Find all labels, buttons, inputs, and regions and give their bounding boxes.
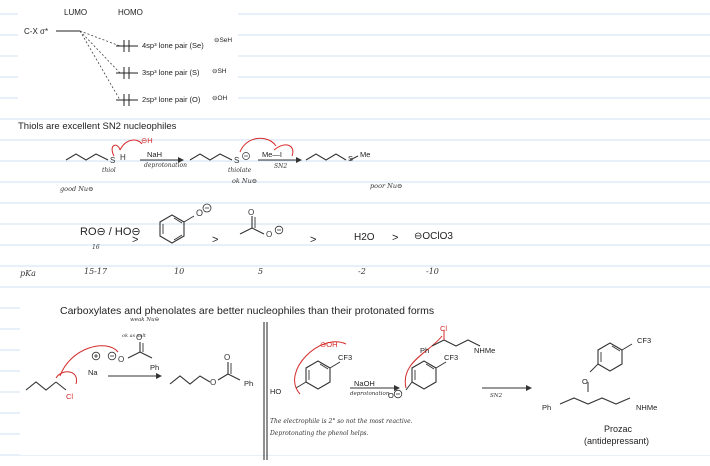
sn2-note: SN2: [274, 163, 288, 170]
pka-value-acetic: 5: [258, 267, 264, 276]
svg-text:O: O: [136, 333, 142, 342]
electrophile-nhme-label: NHMe: [474, 346, 496, 355]
ok-salt-note: ok as salt: [122, 333, 146, 339]
level-o-label: 2sp³ lone pair (O): [142, 95, 201, 104]
poor-nu-note: poor Nu⊖: [370, 182, 403, 190]
pka-value-alkoxide: 15-17: [84, 267, 108, 276]
phenoxide-o-label: O: [388, 391, 394, 400]
electrophile-note-line1: The electrophile is 2° so not the most r…: [270, 418, 413, 425]
prozac-scheme: [294, 330, 633, 405]
cf3-label-phenoxide: CF3: [444, 353, 459, 362]
carboxylates-heading: Carboxylates and phenolates are better n…: [60, 305, 435, 317]
naoh-deprotonation-note: deprotonation: [350, 391, 390, 397]
thiol-note: thiol: [102, 167, 116, 174]
pka-value-perchloric: -10: [426, 267, 439, 276]
hydroxide-label: ⊖OH: [320, 340, 338, 349]
hydride-leaving-label: ⊖H: [141, 136, 153, 145]
prozac-subtitle: (antidepressant): [584, 436, 650, 446]
acetate-structure: O O: [239, 208, 284, 239]
cf3-label-phenol: CF3: [338, 353, 353, 362]
comparator-3: >: [310, 234, 317, 246]
sn2-prozac-note: SN2: [490, 393, 503, 399]
naoh-label: NaOH: [354, 379, 375, 388]
svg-text:O: O: [224, 353, 230, 362]
nah-label: NaH: [147, 150, 163, 159]
level-o-tag: ⊖OH: [212, 95, 228, 102]
comparator-2: >: [212, 234, 219, 246]
scheme-divider: [263, 322, 268, 460]
chloride-label: Cl: [66, 392, 74, 401]
pka-label: pKa: [20, 269, 36, 278]
svg-text:O: O: [266, 230, 272, 239]
svg-text:O: O: [210, 378, 216, 387]
prozac-name: Prozac: [604, 424, 633, 434]
ok-nu-note: ok Nu⊖: [232, 177, 258, 185]
phenol-ho-label: HO: [270, 387, 282, 396]
svg-text:O: O: [196, 208, 203, 218]
product-me-label: Me: [360, 150, 371, 159]
cx-sigma-star-label: C-X σ*: [24, 27, 49, 36]
level-s-tag: ⊖SH: [212, 68, 227, 75]
mo-diagram-lines: [56, 30, 138, 106]
alkoxide-hydroxide: RO⊖ / HO⊖: [80, 226, 141, 238]
na-label: Na: [88, 368, 98, 377]
phenoxide-structure: O: [159, 203, 212, 244]
carboxylate-scheme: O O O O: [25, 333, 241, 391]
homo-label: HOMO: [118, 8, 143, 17]
level-s-label: 3sp³ lone pair (S): [142, 68, 200, 77]
perchlorate-label: ⊖OClO3: [414, 231, 453, 242]
water-label: H2O: [354, 232, 375, 243]
level-se-label: 4sp³ lone pair (Se): [142, 41, 204, 50]
pka-extra-note: 16: [92, 244, 100, 251]
svg-text:O: O: [118, 355, 124, 364]
deprotonation-note: deprotonation: [144, 162, 187, 169]
electrophile-note-line2: Deprotonating the phenol helps.: [270, 430, 369, 437]
carboxylate-ph-label: Ph: [150, 363, 160, 372]
ester-ph-label: Ph: [244, 379, 254, 388]
good-nu-note: good Nu⊖: [60, 185, 94, 193]
level-se-tag: ⊖SeH: [214, 37, 233, 44]
electrophile-cl-label: Cl: [440, 324, 448, 333]
thiols-heading: Thiols are excellent SN2 nucleophiles: [18, 121, 177, 132]
pka-value-water: -2: [358, 267, 366, 276]
lumo-label: LUMO: [64, 8, 88, 17]
pka-value-phenol: 10: [174, 267, 185, 276]
prozac-ph-label: Ph: [542, 403, 552, 412]
mei-label: Me—I: [262, 150, 283, 159]
comparator-4: >: [392, 232, 399, 244]
thiolate-note: thiolate: [228, 167, 252, 174]
svg-text:S: S: [110, 156, 115, 165]
svg-text:S: S: [234, 156, 239, 165]
comparator-1: >: [132, 234, 139, 246]
electrophile-ph-label: Ph: [420, 346, 430, 355]
prozac-o-label: O: [582, 377, 588, 386]
svg-text:H: H: [120, 153, 126, 162]
product-s-label: S: [348, 154, 354, 163]
thiol-scheme: S H S: [65, 137, 359, 165]
svg-text:O: O: [248, 208, 254, 217]
weak-nu-note: weak Nu⊖: [130, 317, 160, 323]
cf3-label-prozac: CF3: [637, 336, 652, 345]
prozac-nhme-label: NHMe: [636, 403, 658, 412]
